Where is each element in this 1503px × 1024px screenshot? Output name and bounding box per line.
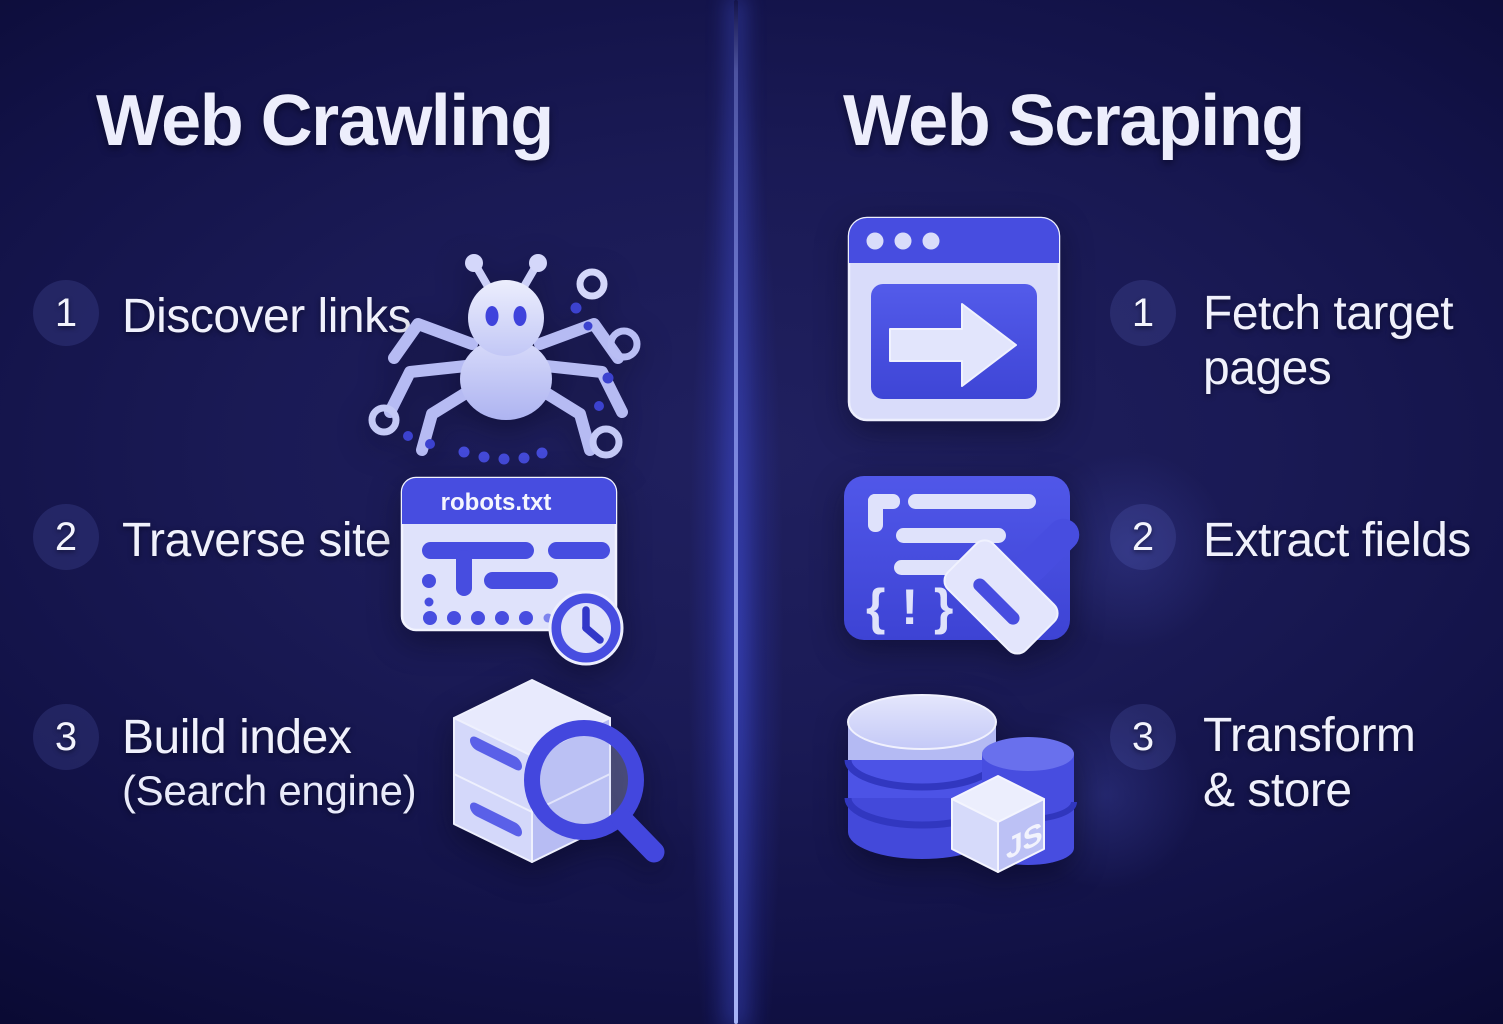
right-step-2-label: Extract fields (1203, 514, 1471, 567)
left-step-3-label: Build index (Search engine) (122, 710, 417, 817)
left-column-title: Web Crawling (96, 81, 554, 161)
right-step-1-label: Fetch target pages (1203, 286, 1454, 396)
right-step-1-label-line1: Fetch target (1203, 287, 1454, 340)
center-divider-line (734, 0, 738, 1024)
spider-bug-icon (368, 254, 641, 465)
right-step-3-number: 3 (1110, 704, 1176, 770)
left-step-3-number: 3 (33, 704, 99, 770)
right-step-1-number: 1 (1110, 280, 1176, 346)
robots-txt-sitemap-clock-icon: robots.txt (400, 476, 624, 666)
left-step-2-label: Traverse site (122, 514, 392, 567)
right-step-3-label-line1: Transform (1203, 709, 1416, 762)
code-braces-glyph: { ! } (866, 579, 954, 635)
right-step-2-number: 2 (1110, 504, 1176, 570)
database-js-cube-icon: JS (844, 694, 1077, 873)
left-step-2-number: 2 (33, 504, 99, 570)
left-step-3-label-line1: Build index (122, 711, 352, 764)
right-column-title: Web Scraping (843, 81, 1305, 161)
right-step-3-label-line2: & store (1203, 764, 1352, 817)
left-step-1-number: 1 (33, 280, 99, 346)
left-step-1-label: Discover links (122, 290, 412, 343)
browser-forward-arrow-icon (847, 216, 1061, 422)
left-step-3-label-line2: (Search engine) (122, 767, 417, 814)
right-step-3-label: Transform & store (1203, 708, 1416, 818)
right-step-1-label-line2: pages (1203, 342, 1332, 395)
database-search-icon (453, 679, 665, 863)
code-card-scraper-icon: { ! } (844, 476, 1080, 655)
robots-txt-label: robots.txt (441, 489, 552, 516)
